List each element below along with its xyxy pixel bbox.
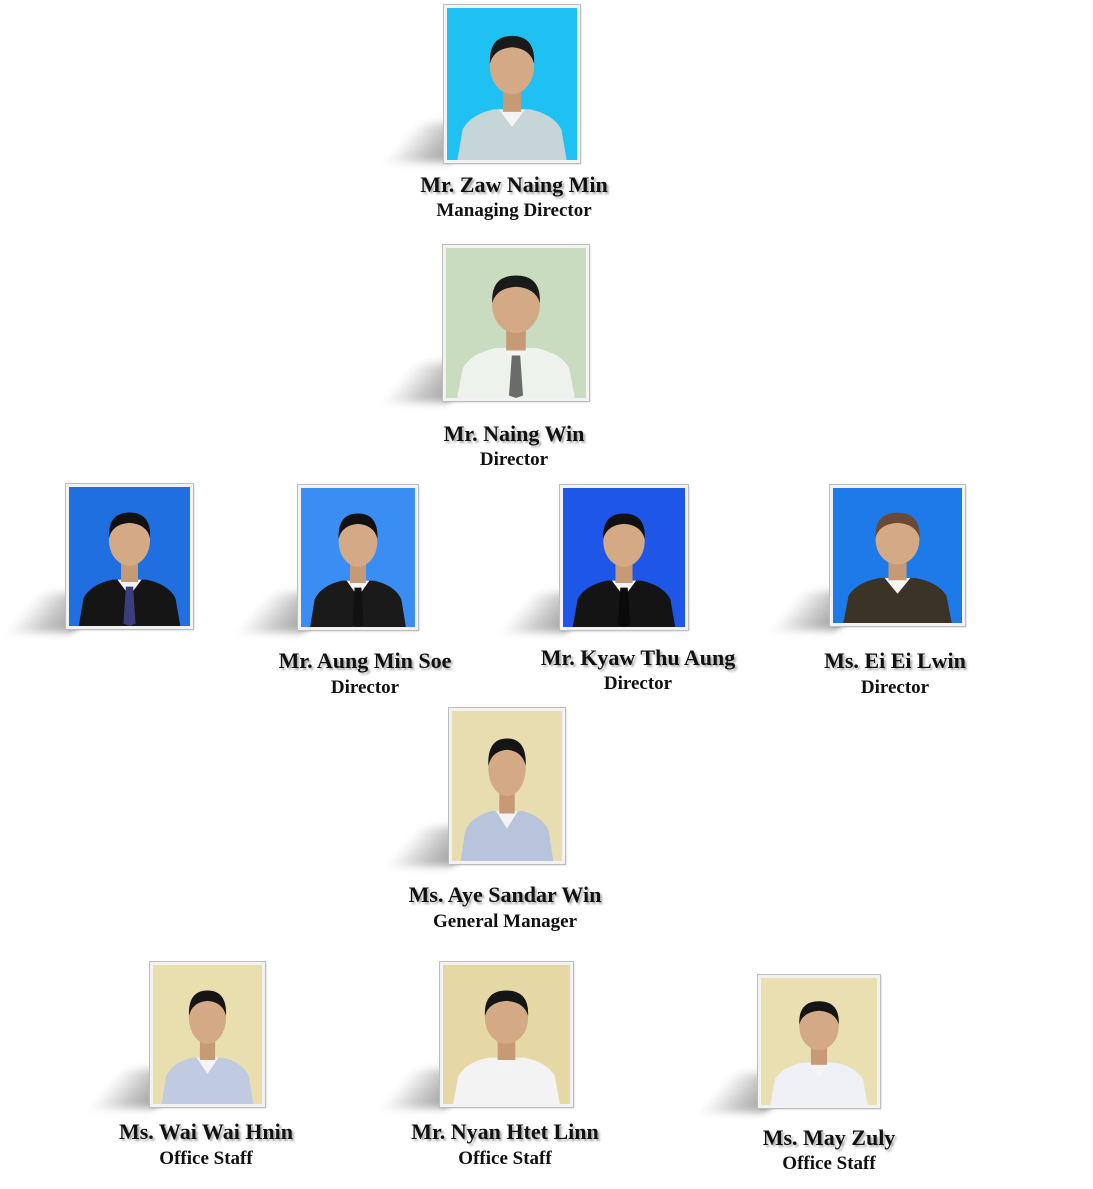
portrait-neck bbox=[502, 91, 522, 112]
person-name: Mr. Nyan Htet Linn bbox=[411, 1119, 599, 1144]
portrait-body bbox=[770, 1062, 868, 1105]
person-name: Ms. May Zuly bbox=[762, 1125, 896, 1150]
portrait-tie bbox=[123, 586, 136, 626]
portrait-head bbox=[338, 515, 378, 567]
portrait-head bbox=[188, 992, 227, 1044]
person-name: Ms. Ei Ei Lwin bbox=[824, 648, 966, 673]
person-name: Mr. Aung Min Soe bbox=[278, 648, 452, 673]
portrait-neck bbox=[506, 330, 526, 351]
person-name: Ms. Wai Wai Hnin bbox=[118, 1119, 294, 1144]
portrait-hair bbox=[488, 738, 526, 766]
portrait-hair bbox=[108, 512, 151, 538]
portrait-neck bbox=[199, 1041, 216, 1060]
portrait-neck bbox=[121, 563, 138, 582]
portrait-hair bbox=[875, 512, 920, 538]
person-role: Director bbox=[479, 449, 549, 470]
portrait-photo bbox=[297, 484, 419, 631]
person-name: Mr. Zaw Naing Min bbox=[420, 172, 608, 197]
portrait-hair bbox=[338, 513, 378, 539]
portrait-head bbox=[603, 515, 645, 567]
portrait-collar bbox=[807, 1062, 831, 1078]
portrait-tie bbox=[509, 355, 523, 398]
portrait-neck bbox=[888, 562, 907, 581]
portrait-body bbox=[843, 578, 952, 623]
portrait-photo bbox=[149, 961, 266, 1108]
portrait-neck bbox=[810, 1047, 828, 1065]
portrait-photo bbox=[829, 484, 966, 627]
person-role: Office Staff bbox=[458, 1148, 552, 1169]
portrait-photo bbox=[443, 4, 581, 164]
person-name: Mr. Kyaw Thu Aung bbox=[540, 645, 736, 670]
person-role: Managing Director bbox=[436, 200, 592, 221]
person-role: General Manager bbox=[432, 911, 578, 932]
portrait-head bbox=[799, 1003, 839, 1050]
portrait-photo bbox=[439, 961, 574, 1108]
portrait-hair bbox=[492, 275, 540, 303]
portrait-collar bbox=[196, 1057, 219, 1074]
person-name: Mr. Naing Win bbox=[443, 421, 585, 446]
portrait-hair bbox=[489, 35, 535, 64]
portrait-head bbox=[108, 514, 151, 566]
person-name: Ms. Aye Sandar Win bbox=[408, 882, 602, 907]
portrait-body bbox=[460, 811, 554, 861]
portrait-head bbox=[875, 515, 920, 565]
portrait-body bbox=[457, 109, 567, 160]
portrait-head bbox=[488, 741, 526, 796]
portrait-hair bbox=[188, 990, 227, 1016]
portrait-tie bbox=[617, 587, 631, 627]
portrait-neck bbox=[615, 564, 633, 583]
portrait-body bbox=[453, 1057, 560, 1104]
portrait-photo bbox=[448, 707, 566, 865]
portrait-neck bbox=[350, 564, 366, 583]
portrait-head bbox=[492, 278, 540, 333]
person-role: Director bbox=[860, 677, 930, 698]
portrait-tie bbox=[352, 587, 364, 627]
portrait-neck bbox=[497, 1041, 516, 1060]
portrait-head bbox=[484, 992, 529, 1044]
portrait-hair bbox=[799, 1001, 839, 1025]
portrait-neck bbox=[499, 793, 515, 814]
portrait-collar bbox=[493, 1057, 520, 1074]
portrait-collar bbox=[499, 109, 525, 128]
person-role: Office Staff bbox=[782, 1153, 876, 1174]
person-role: Office Staff bbox=[159, 1148, 253, 1169]
portrait-hair bbox=[603, 513, 645, 539]
portrait-photo bbox=[757, 974, 881, 1109]
portrait-collar bbox=[496, 811, 518, 829]
portrait-photo bbox=[559, 484, 689, 631]
portrait-collar bbox=[884, 578, 911, 594]
person-role: Director bbox=[603, 673, 673, 694]
portrait-head bbox=[489, 38, 535, 95]
portrait-body bbox=[161, 1057, 254, 1104]
portrait-photo bbox=[442, 244, 590, 402]
person-role: Director bbox=[330, 677, 400, 698]
portrait-hair bbox=[484, 990, 529, 1016]
portrait-photo bbox=[65, 483, 194, 630]
